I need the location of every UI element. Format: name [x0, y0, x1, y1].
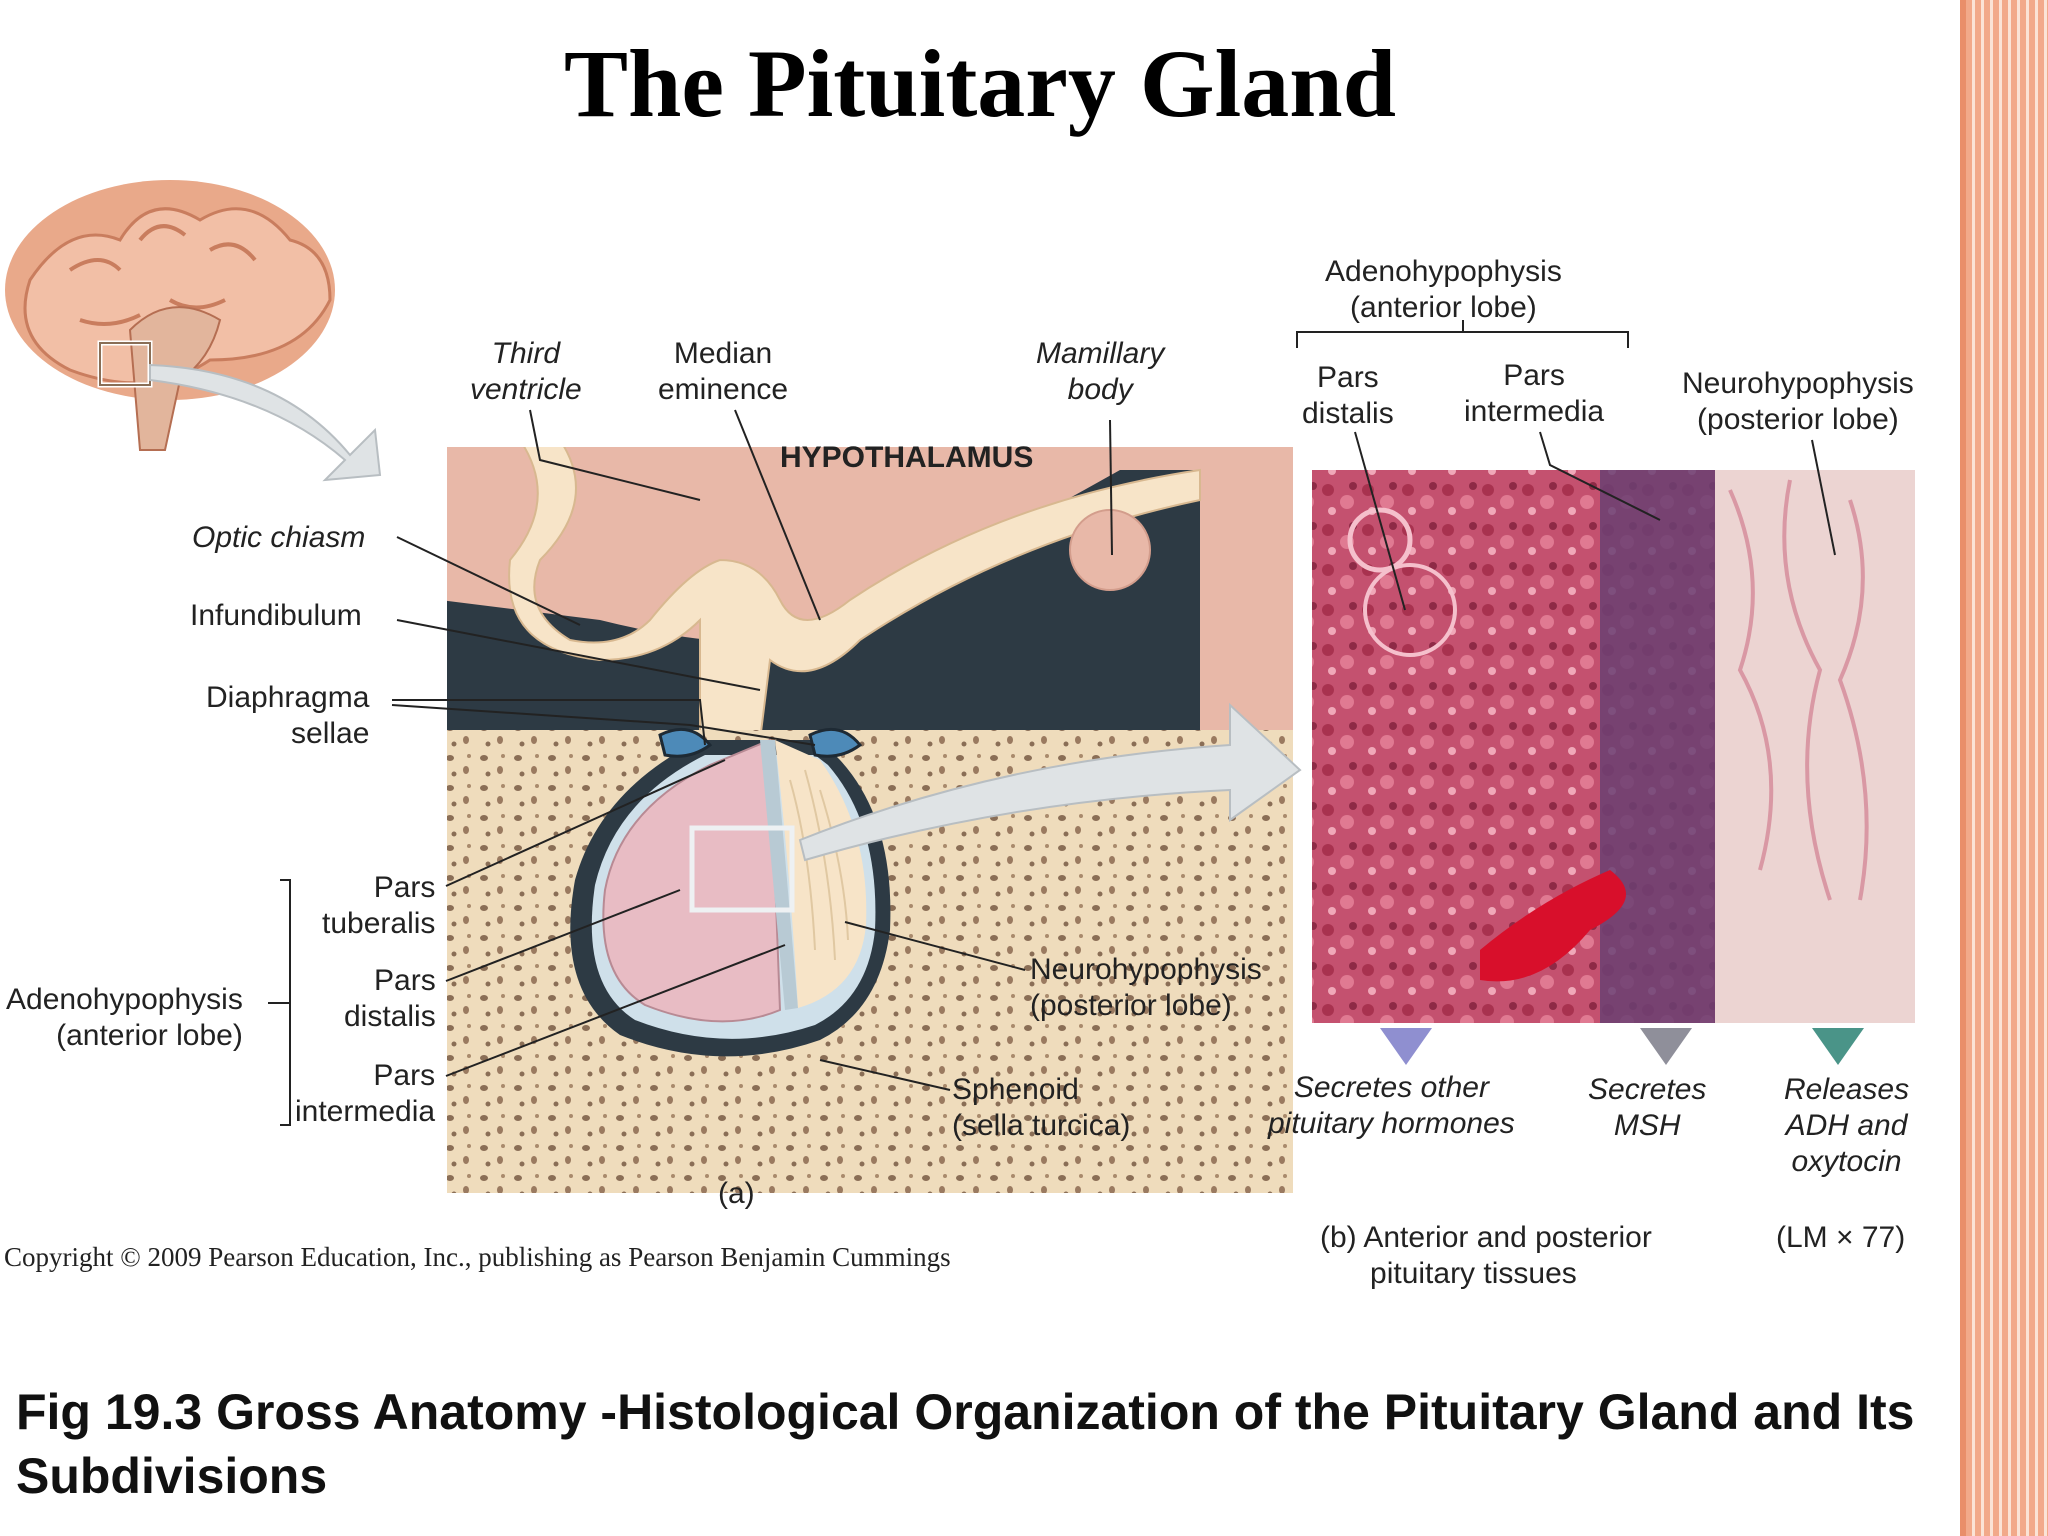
brain-thumbnail — [5, 180, 335, 451]
label-neurohypophysis-b: Neurohypophysis (posterior lobe) — [1682, 367, 1914, 436]
label-secretes-other: Secretes other pituitary hormones — [1268, 1071, 1515, 1140]
label-diaphragma-sellae: Diaphragma sellae — [206, 681, 370, 750]
panel-a-edge — [433, 433, 1307, 1207]
zoom-arrow-a — [149, 363, 382, 482]
label-pars-tuberalis: Pars tuberalis — [322, 871, 436, 940]
pituitary-cross-section — [440, 440, 1300, 1200]
label-pars-intermedia: Pars intermedia — [295, 1059, 436, 1128]
label-sphenoid: Sphenoid (sella turcica) — [952, 1073, 1131, 1142]
label-adenohypophysis-a: Adenohypophysis (anterior lobe) — [6, 983, 243, 1052]
copyright-notice: Copyright © 2009 Pearson Education, Inc.… — [4, 1242, 951, 1272]
label-hypothalamus: HYPOTHALAMUS — [780, 441, 1034, 474]
leader-lines-b — [1296, 320, 1836, 611]
label-pars-intermedia-b: Pars intermedia — [1464, 359, 1605, 428]
label-median-eminence: Median eminence — [658, 337, 789, 406]
label-mamillary-body: Mamillary body — [1036, 337, 1165, 406]
leader-lines-a — [268, 409, 1113, 1126]
slide-border-edge — [1960, 0, 1966, 1536]
label-adenohypophysis-b: Adenohypophysis (anterior lobe) — [1325, 255, 1562, 324]
label-releases: Releases ADH and oxytocin — [1784, 1073, 1910, 1178]
label-pars-distalis-b: Pars distalis — [1302, 361, 1394, 430]
histology-micrograph — [1312, 470, 1915, 1023]
label-secretes-msh: Secretes MSH — [1588, 1073, 1707, 1142]
figure-caption: Fig 19.3 Gross Anatomy -Histological Org… — [16, 1384, 1915, 1504]
label-optic-chiasm: Optic chiasm — [192, 521, 366, 554]
label-panel-a: (a) — [718, 1177, 755, 1210]
slide-border-stripes — [1966, 0, 2048, 1536]
marker-posterior — [1812, 1028, 1864, 1065]
slide-title: The Pituitary Gland — [563, 30, 1397, 137]
marker-intermedia — [1640, 1028, 1692, 1065]
label-infundibulum: Infundibulum — [190, 599, 362, 632]
marker-anterior — [1380, 1028, 1432, 1065]
label-panel-b-caption: (b) Anterior and posterior pituitary tis… — [1320, 1221, 1652, 1290]
zoom-arrow-b — [798, 702, 1302, 862]
label-pars-distalis: Pars distalis — [344, 964, 436, 1033]
label-neurohypophysis-a: Neurohypophysis (posterior lobe) — [1030, 953, 1262, 1022]
pituitary-figure — [5, 180, 1915, 1207]
label-magnification: (LM × 77) — [1776, 1221, 1906, 1254]
label-third-ventricle: Third ventricle — [470, 337, 582, 406]
